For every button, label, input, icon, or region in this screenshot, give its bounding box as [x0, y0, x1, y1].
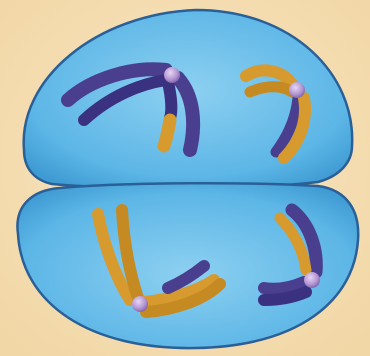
centromere-icon	[304, 272, 320, 288]
chromatid-purple-right-inner	[168, 82, 171, 118]
centromere-icon	[164, 67, 180, 83]
chromatid-purple-bottom-a	[264, 282, 304, 289]
centromere-icon	[289, 82, 305, 98]
chromatid-orange-lower	[250, 87, 292, 92]
centromere-icon	[132, 296, 148, 312]
chromatid-orange-tip	[164, 120, 170, 146]
